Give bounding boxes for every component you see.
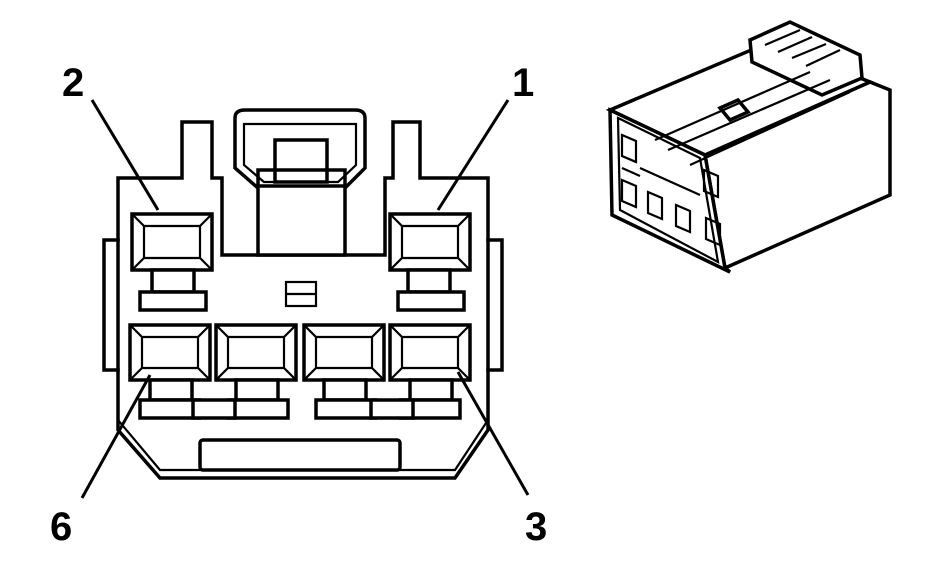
right-rail	[486, 238, 504, 372]
iso-front-face	[608, 107, 732, 274]
leader-pin-2	[90, 99, 160, 211]
terminal-pin-3	[388, 323, 472, 420]
iso-cavity-1	[620, 133, 638, 164]
iso-front-inner	[616, 116, 720, 265]
pin-label-1: 1	[512, 61, 534, 105]
leader-pin-3	[456, 371, 530, 496]
bottom-slot	[198, 438, 402, 472]
terminal-pin-2	[130, 212, 214, 312]
pin-label-3: 3	[525, 505, 547, 549]
leader-pin-1	[436, 99, 510, 211]
pin-label-2: 2	[62, 61, 84, 105]
pin-label-6: 6	[50, 505, 72, 549]
iso-latch-tab	[717, 97, 751, 123]
iso-cavity-4	[674, 203, 692, 234]
left-rail	[102, 238, 120, 372]
latch-block	[273, 138, 329, 184]
iso-cavity-3	[646, 190, 664, 221]
connector-isometric-view	[605, 20, 892, 274]
iso-cavity-6	[704, 216, 722, 247]
terminal-pin-1	[388, 212, 472, 312]
housing-outline	[116, 120, 490, 480]
terminal-pin-4	[302, 323, 386, 420]
latch-tower-inner	[242, 122, 358, 184]
lock-tab-left	[191, 398, 237, 420]
latch-cap	[256, 168, 347, 188]
lock-tab-right	[369, 398, 415, 420]
terminal-pin-5	[214, 323, 298, 420]
leader-pin-6	[80, 374, 152, 499]
iso-cavity-5	[702, 168, 720, 199]
terminal-pin-6	[128, 323, 212, 420]
connector-face-view: 2 1 6 3	[50, 61, 547, 549]
iso-cavity-2	[620, 178, 638, 209]
